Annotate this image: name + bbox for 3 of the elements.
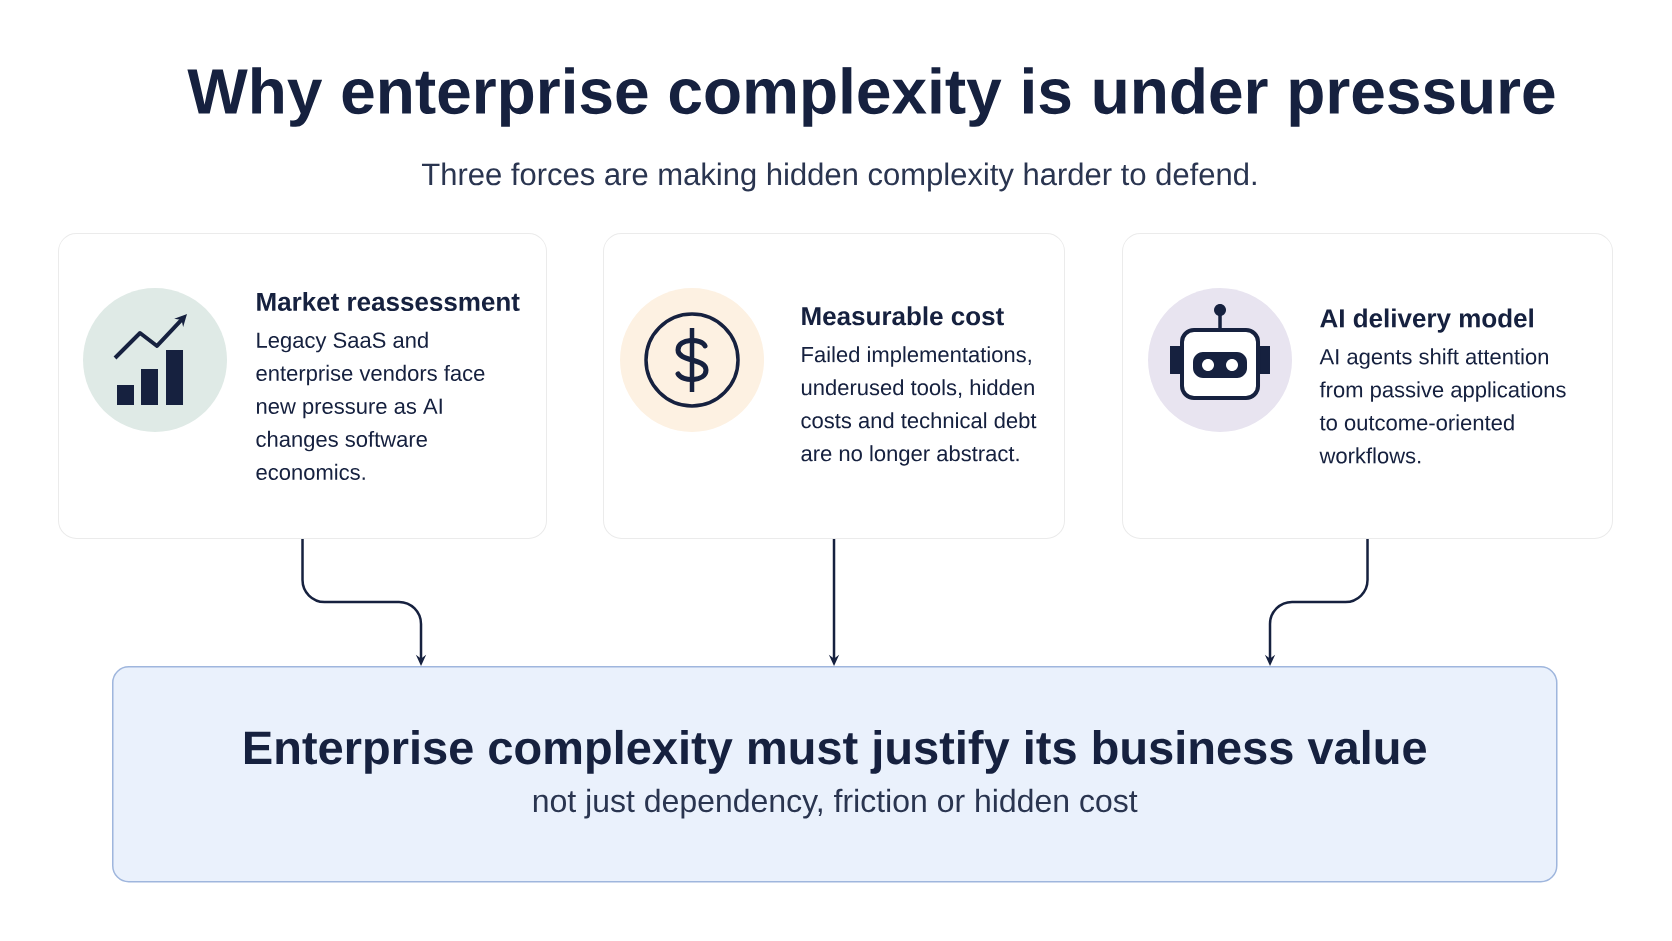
subtitle: Three forces are making hidden complexity harder to defend. <box>421 162 1256 192</box>
conclusion-box: Enterprise complexity must justify its business value not just dependency, friction or hidden cost <box>112 666 1558 883</box>
title: Why enterprise complexity is under pressure <box>187 67 1555 127</box>
